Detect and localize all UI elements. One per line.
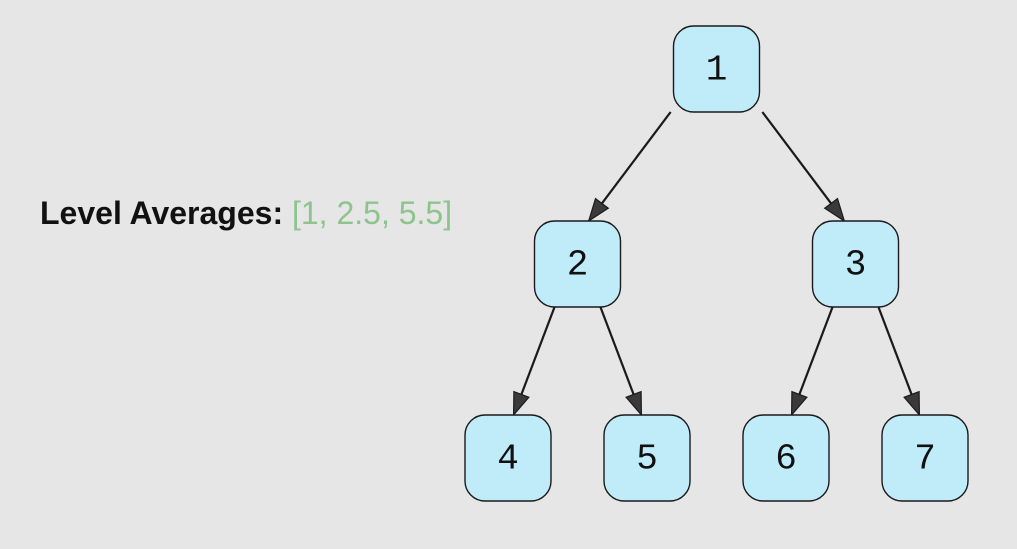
- tree-nodes: 1 2 3 4 5 6 7: [464, 25, 969, 502]
- node-label: 2: [567, 245, 589, 286]
- tree-edges: [512, 111, 921, 417]
- node-label: 6: [775, 439, 797, 480]
- edge-line: [798, 306, 834, 395]
- tree-edge-1-2: [587, 111, 672, 223]
- arrowhead: [587, 197, 610, 223]
- arrowhead: [823, 197, 846, 223]
- node-box: [881, 414, 969, 502]
- tree-node-7: 7: [881, 414, 969, 502]
- arrowhead: [625, 390, 643, 417]
- tree-node-5: 5: [603, 414, 691, 502]
- node-box: [811, 220, 900, 308]
- edge-line: [601, 111, 672, 205]
- node-box: [464, 414, 552, 502]
- tree-node-4: 4: [464, 414, 552, 502]
- level-averages-label: Level Averages:: [40, 195, 284, 231]
- edge-line: [520, 306, 556, 395]
- tree-edge-2-4: [512, 306, 556, 417]
- node-label: 7: [914, 439, 936, 480]
- level-averages-output: Level Averages: [1, 2.5, 5.5]: [40, 193, 452, 233]
- edge-line: [761, 111, 832, 205]
- tree-edge-2-5: [599, 306, 643, 417]
- node-box: [742, 414, 830, 502]
- arrowhead: [790, 390, 808, 417]
- node-box: [603, 414, 691, 502]
- arrowhead: [512, 390, 530, 417]
- node-box: [533, 220, 622, 308]
- edge-line: [599, 306, 635, 395]
- level-averages-value: [1, 2.5, 5.5]: [291, 195, 453, 231]
- node-label: 1: [706, 50, 728, 91]
- node-label: 4: [497, 439, 519, 480]
- tree-edge-1-3: [761, 111, 846, 223]
- tree-edge-3-7: [877, 306, 921, 417]
- tree-node-2: 2: [533, 220, 622, 308]
- arrowhead: [903, 390, 921, 417]
- edge-line: [877, 306, 913, 395]
- node-box: [672, 25, 761, 113]
- tree-node-6: 6: [742, 414, 830, 502]
- tree-edge-3-6: [790, 306, 834, 417]
- node-label: 5: [636, 439, 658, 480]
- node-label: 3: [845, 245, 867, 286]
- tree-node-3: 3: [811, 220, 900, 308]
- tree-node-1: 1: [672, 25, 761, 113]
